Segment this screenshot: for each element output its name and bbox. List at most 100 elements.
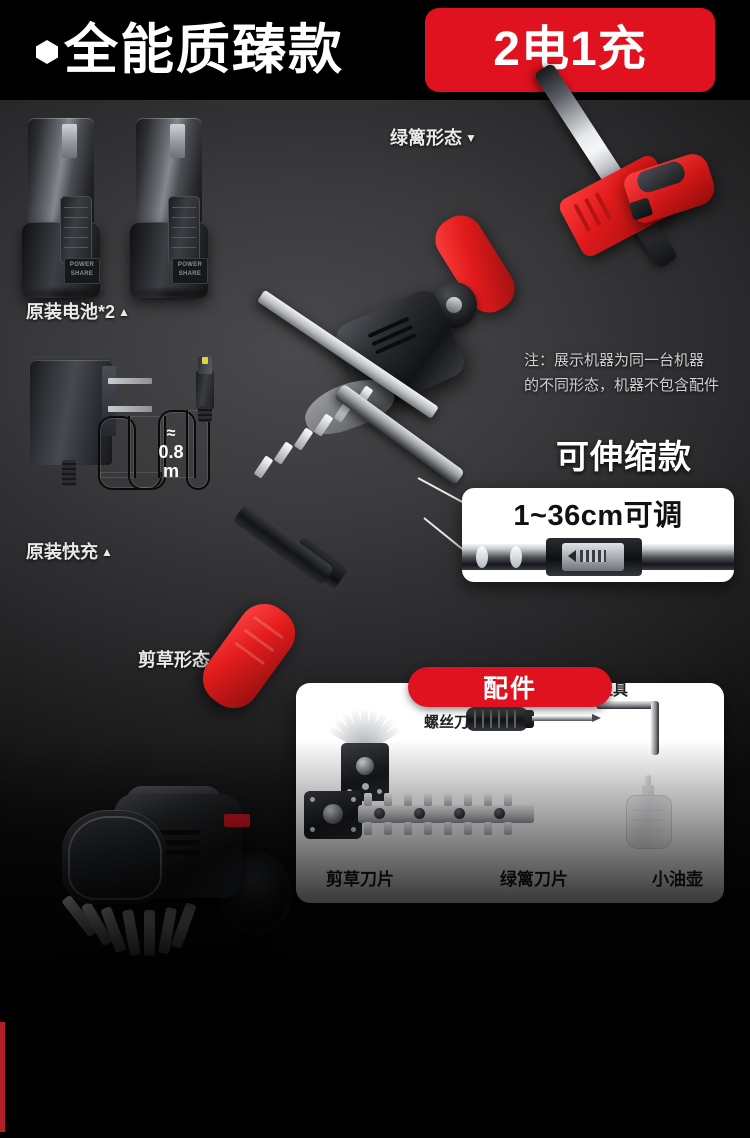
battery-terminal-icon xyxy=(62,124,77,158)
charger-adapter: ≈ 0.8 m xyxy=(22,352,252,512)
grass-blade-mount xyxy=(341,743,389,801)
dc-center-pin-icon xyxy=(202,357,208,364)
caption-triangle-down-icon: ▼ xyxy=(465,131,477,145)
charger-strain-relief xyxy=(62,460,76,486)
screwdriver-collar xyxy=(524,710,534,728)
oil-bottle-body xyxy=(626,795,672,849)
battery-brand-label: POWER SHARE xyxy=(172,258,208,284)
brand-line-1: POWER xyxy=(177,262,203,268)
oil-bottle-spout xyxy=(645,775,651,789)
approx-symbol: ≈ xyxy=(166,425,176,442)
cable-length-value: 0.8 xyxy=(158,442,184,462)
cable-length-label: ≈ 0.8 m xyxy=(144,424,198,481)
disclaimer-note: 注：展示机器为同一台机器 的不同形态，机器不包含配件 xyxy=(524,348,738,398)
footer-accent-stripe xyxy=(0,1022,5,1132)
grass-blade-tooth xyxy=(80,901,114,947)
dc-barrel xyxy=(196,370,214,410)
cable-length-unit: m xyxy=(162,461,179,481)
tool-shadow xyxy=(46,940,296,966)
battery-clip-icon xyxy=(60,196,92,264)
grass-blade-tooth xyxy=(61,894,99,938)
product-stage: POWER SHARE POWER SHARE 原装电池*2▲ xyxy=(0,62,750,1000)
cable-loop xyxy=(98,416,136,478)
head-vent-icon xyxy=(148,830,202,856)
grip-ridges-icon xyxy=(580,550,606,562)
hedge-blade-icon xyxy=(358,805,534,823)
grass-blade-tooth xyxy=(170,902,197,950)
battery-clip-icon xyxy=(168,196,200,264)
arrow-left-icon xyxy=(568,550,576,562)
battery-pack: POWER SHARE xyxy=(126,118,218,302)
grass-blade-tooth xyxy=(100,906,127,954)
cable-loop xyxy=(158,410,196,478)
battery-caption: 原装电池*2▲ xyxy=(26,298,130,324)
grass-blade-tooth xyxy=(158,907,177,955)
lower-red-grip xyxy=(192,593,306,719)
oil-bottle-neck xyxy=(642,785,654,799)
allen-key-icon xyxy=(596,701,656,709)
brand-badge xyxy=(224,814,250,827)
grass-blade-tooth xyxy=(144,910,155,956)
hedge-trimmer-tool xyxy=(253,62,719,556)
accessory-label-hedge-blade: 绿篱刀片 xyxy=(500,870,568,889)
telescopic-title: 可伸缩款 xyxy=(556,438,692,475)
screwdriver-icon xyxy=(466,705,606,735)
battery-pack: POWER SHARE xyxy=(18,118,110,302)
cable-loop xyxy=(128,416,166,490)
oil-bottle-icon xyxy=(626,775,672,849)
hedge-mode-text: 绿篱形态 xyxy=(390,128,462,148)
screwdriver-handle xyxy=(466,707,528,731)
brand-line-2: SHARE xyxy=(70,271,94,277)
accessories-panel: 螺丝刀 安装工具 剪草刀片 绿篱刀片 小油壶 xyxy=(296,682,724,903)
callout-ring xyxy=(510,546,522,568)
guide-wheel xyxy=(220,852,292,936)
brand-line-1: POWER xyxy=(69,262,95,268)
battery-shadow xyxy=(126,286,218,302)
accessory-label-oil-bottle: 小油壶 xyxy=(652,870,703,889)
telescopic-callout: 1~36cm可调 xyxy=(462,488,734,582)
charger-caption-text: 原装快充 xyxy=(26,542,98,562)
brand-line-2: SHARE xyxy=(178,271,202,277)
screwdriver-tip xyxy=(592,714,601,722)
dc-boot xyxy=(198,406,212,422)
charger-caption: 原装快充▲ xyxy=(26,538,113,564)
blade-tooth xyxy=(293,427,314,451)
cable-loop xyxy=(186,410,210,490)
head-top-shell xyxy=(126,786,222,824)
badge-label: 2电1充 xyxy=(493,23,647,76)
accessories-badge-label: 配件 xyxy=(482,675,537,703)
charger-prongs-icon xyxy=(108,374,154,426)
grass-trimmer-head xyxy=(46,780,302,980)
header-banner: 全能质臻款 2电1充 xyxy=(0,0,750,100)
callout-ring xyxy=(476,546,488,568)
screwdriver-shaft xyxy=(532,716,594,721)
caption-triangle-up-icon: ▲ xyxy=(101,545,113,559)
blade-tooth xyxy=(273,441,294,465)
allen-key-short-arm xyxy=(651,701,659,755)
accessories-badge: 配件 xyxy=(408,667,612,707)
dc-tip xyxy=(198,356,212,374)
grass-mode-text: 剪草形态 xyxy=(138,650,210,670)
blade-shield xyxy=(62,810,166,904)
hexagon-bullet-icon xyxy=(36,40,58,64)
status-badge: 2电1充 xyxy=(425,8,715,92)
caption-triangle-up-icon: ▲ xyxy=(118,305,130,319)
adjust-range-label: 1~36cm可调 xyxy=(513,500,683,532)
battery-brand-label: POWER SHARE xyxy=(64,258,100,284)
note-line-1: 注：展示机器为同一台机器 xyxy=(524,352,705,369)
battery-terminal-icon xyxy=(170,124,185,158)
grass-blade-tooth xyxy=(122,909,141,957)
telescopic-shaft-lower xyxy=(232,503,335,586)
battery-caption-text: 原装电池*2 xyxy=(26,302,116,322)
dc-connector xyxy=(192,356,218,422)
grass-blade-icon xyxy=(311,701,421,753)
accessory-label-screwdriver: 螺丝刀 xyxy=(424,714,470,731)
footer-band xyxy=(0,1000,750,1138)
hedge-blade-mount xyxy=(304,791,362,839)
head-shell xyxy=(114,794,242,898)
page-title: 全能质臻款 xyxy=(64,20,344,80)
battery-shadow xyxy=(18,286,110,302)
accessory-label-grass-blade: 剪草刀片 xyxy=(326,870,394,889)
hedge-mode-caption: 绿篱形态▼ xyxy=(390,124,477,150)
